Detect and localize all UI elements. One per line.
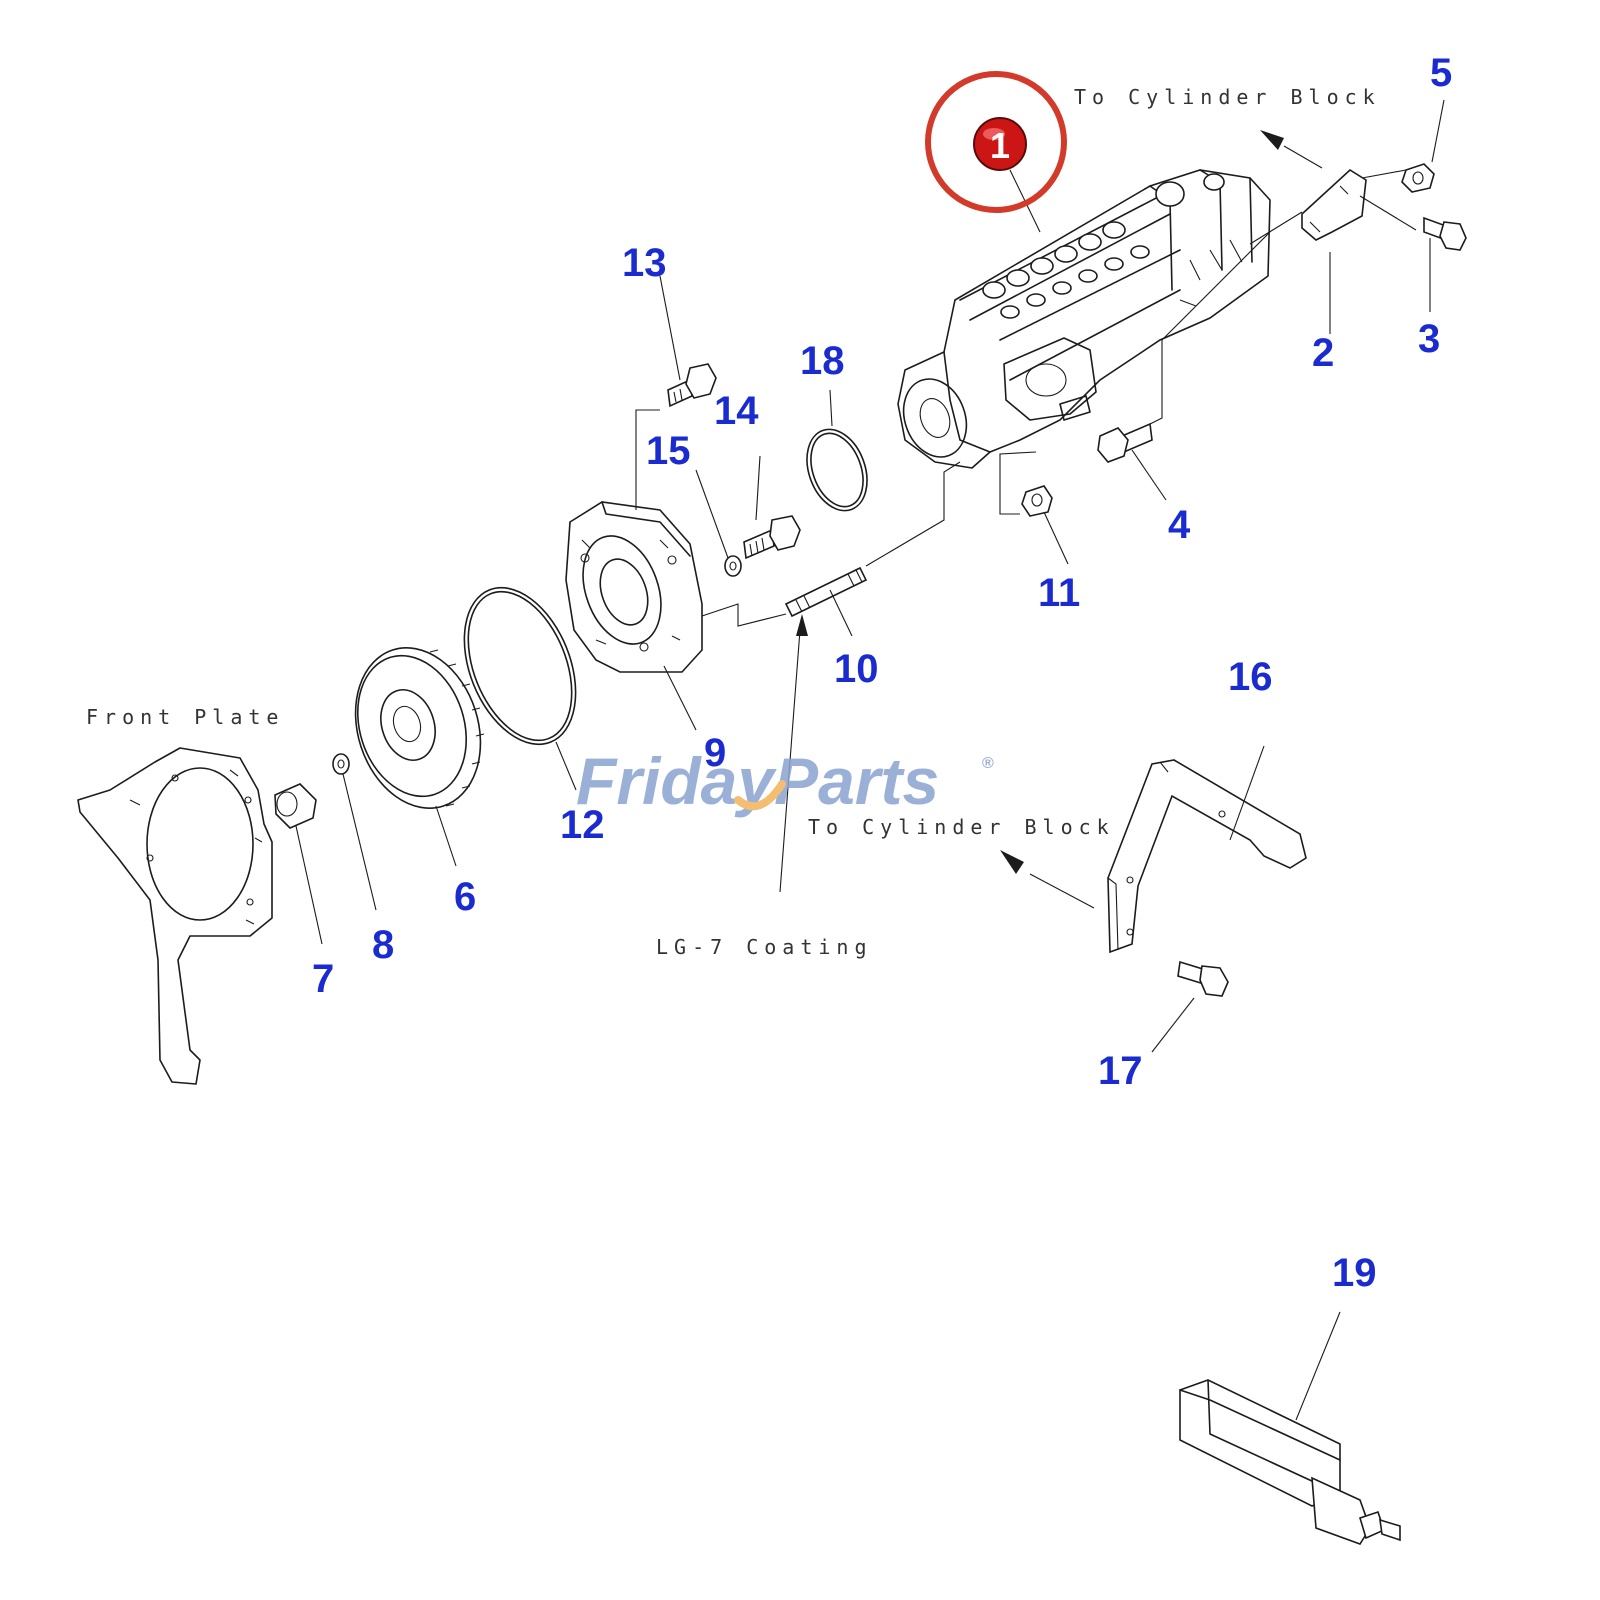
- washer-part-8: [332, 753, 350, 775]
- callout-4: 4: [1168, 503, 1191, 547]
- callout-5: 5: [1430, 51, 1452, 95]
- callout-17: 17: [1098, 1049, 1143, 1093]
- callout-7: 7: [312, 957, 334, 1001]
- bolt-part-14: [743, 515, 801, 560]
- bolt-part-17: [1177, 960, 1229, 997]
- bolt-part-13: [667, 363, 717, 408]
- washer-part-15: [724, 555, 742, 577]
- callout-13: 13: [622, 241, 667, 285]
- callout-19: 19: [1332, 1251, 1377, 1295]
- callouts: 2 3 4 5 6 7 8 9 10 11 12 13 14 15 16 17 …: [312, 51, 1452, 1295]
- watermark: FridayParts ®: [576, 744, 994, 818]
- note-to-cylinder-block-top: To Cylinder Block: [1074, 85, 1381, 109]
- nut-part-5: [1401, 163, 1435, 193]
- callout-15: 15: [646, 429, 691, 473]
- nut-part-11: [1021, 485, 1053, 517]
- o-ring-part-18: [806, 428, 868, 512]
- annotations: To Cylinder Block To Cylinder Block Fron…: [86, 85, 1381, 959]
- highlight-label: 1: [990, 125, 1010, 166]
- gear-part-6: [354, 647, 485, 809]
- bolt-part-4: [1097, 422, 1153, 463]
- watermark-registered-mark: ®: [982, 755, 994, 772]
- callout-9: 9: [704, 731, 726, 775]
- fuel-injection-pump-part-1: [897, 169, 1271, 469]
- callout-12: 12: [560, 803, 605, 847]
- callout-14: 14: [714, 389, 759, 433]
- front-plate-drawing: [77, 747, 273, 1085]
- callout-10: 10: [834, 647, 879, 691]
- bushing-part-7: [274, 783, 317, 829]
- highlight-marker: 1: [925, 71, 1067, 213]
- bracket-part-2: [1301, 168, 1367, 241]
- note-lg7-coating: LG-7 Coating: [656, 935, 873, 959]
- callout-11: 11: [1038, 571, 1080, 615]
- arrowheads: [796, 130, 1284, 874]
- callout-2: 2: [1312, 331, 1334, 375]
- o-ring-part-12: [463, 586, 577, 746]
- bracket-part-16: [1107, 759, 1307, 954]
- housing-part-9: [565, 501, 703, 673]
- shaft-part-10: [784, 566, 868, 618]
- note-front-plate: Front Plate: [86, 705, 284, 729]
- note-to-cylinder-block-mid: To Cylinder Block: [808, 815, 1115, 839]
- delivery-valves: [982, 221, 1150, 319]
- callout-16: 16: [1228, 655, 1273, 699]
- callout-8: 8: [372, 923, 394, 967]
- callout-18: 18: [800, 339, 845, 383]
- highlight-ring: [925, 71, 1067, 213]
- callout-3: 3: [1418, 317, 1440, 361]
- leader-lines: [295, 99, 1445, 1421]
- tool-part-19: [1179, 1379, 1401, 1545]
- callout-6: 6: [454, 875, 476, 919]
- bolt-part-3: [1423, 216, 1467, 251]
- watermark-swoosh: [734, 780, 786, 811]
